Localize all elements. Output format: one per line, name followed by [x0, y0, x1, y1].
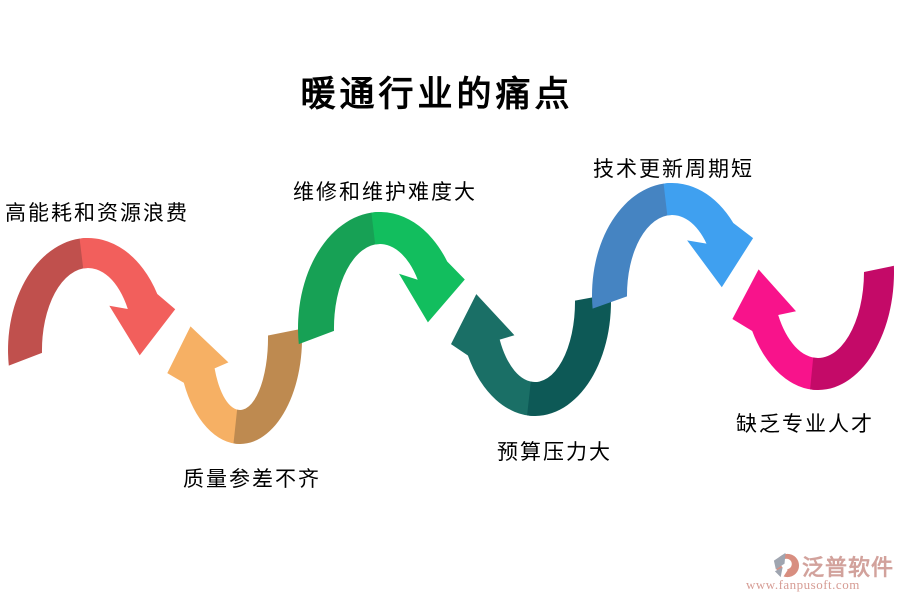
arrow-teal-left-half — [451, 294, 535, 416]
arrow-red-left-half — [8, 238, 88, 366]
arrow-orange-right-half — [233, 328, 303, 444]
arrow-green-left-half — [298, 212, 380, 345]
brand-logo-icon — [772, 552, 800, 580]
logo-facet-small — [774, 567, 783, 578]
arrow-blue-right-half — [663, 182, 754, 288]
brand-logo: 泛普软件 www.fanpusoft.com — [742, 549, 895, 593]
pain-point-label-blue: 技术更新周期短 — [593, 157, 754, 181]
page-title: 暖通行业的痛点 — [300, 75, 574, 114]
arrow-orange-left-half — [167, 326, 240, 444]
arrow-pink-right-half — [810, 265, 895, 391]
pain-point-label-orange: 质量参差不齐 — [183, 467, 321, 491]
brand-url: www.fanpusoft.com — [746, 577, 860, 592]
arrow-red-right-half — [79, 237, 176, 356]
pain-point-label-pink: 缺乏专业人才 — [736, 412, 874, 436]
arrow-green-right-half — [371, 211, 465, 323]
logo-facet-large — [773, 552, 786, 570]
arrow-teal-right-half — [527, 294, 611, 417]
arrow-blue-left-half — [592, 183, 672, 309]
pain-point-label-green: 维修和维护难度大 — [293, 180, 477, 204]
pain-point-label-teal: 预算压力大 — [497, 440, 612, 464]
brand-name: 泛普软件 — [802, 555, 895, 580]
arrow-pink-left-half — [732, 269, 818, 390]
pain-point-label-red: 高能耗和资源浪费 — [5, 201, 189, 225]
